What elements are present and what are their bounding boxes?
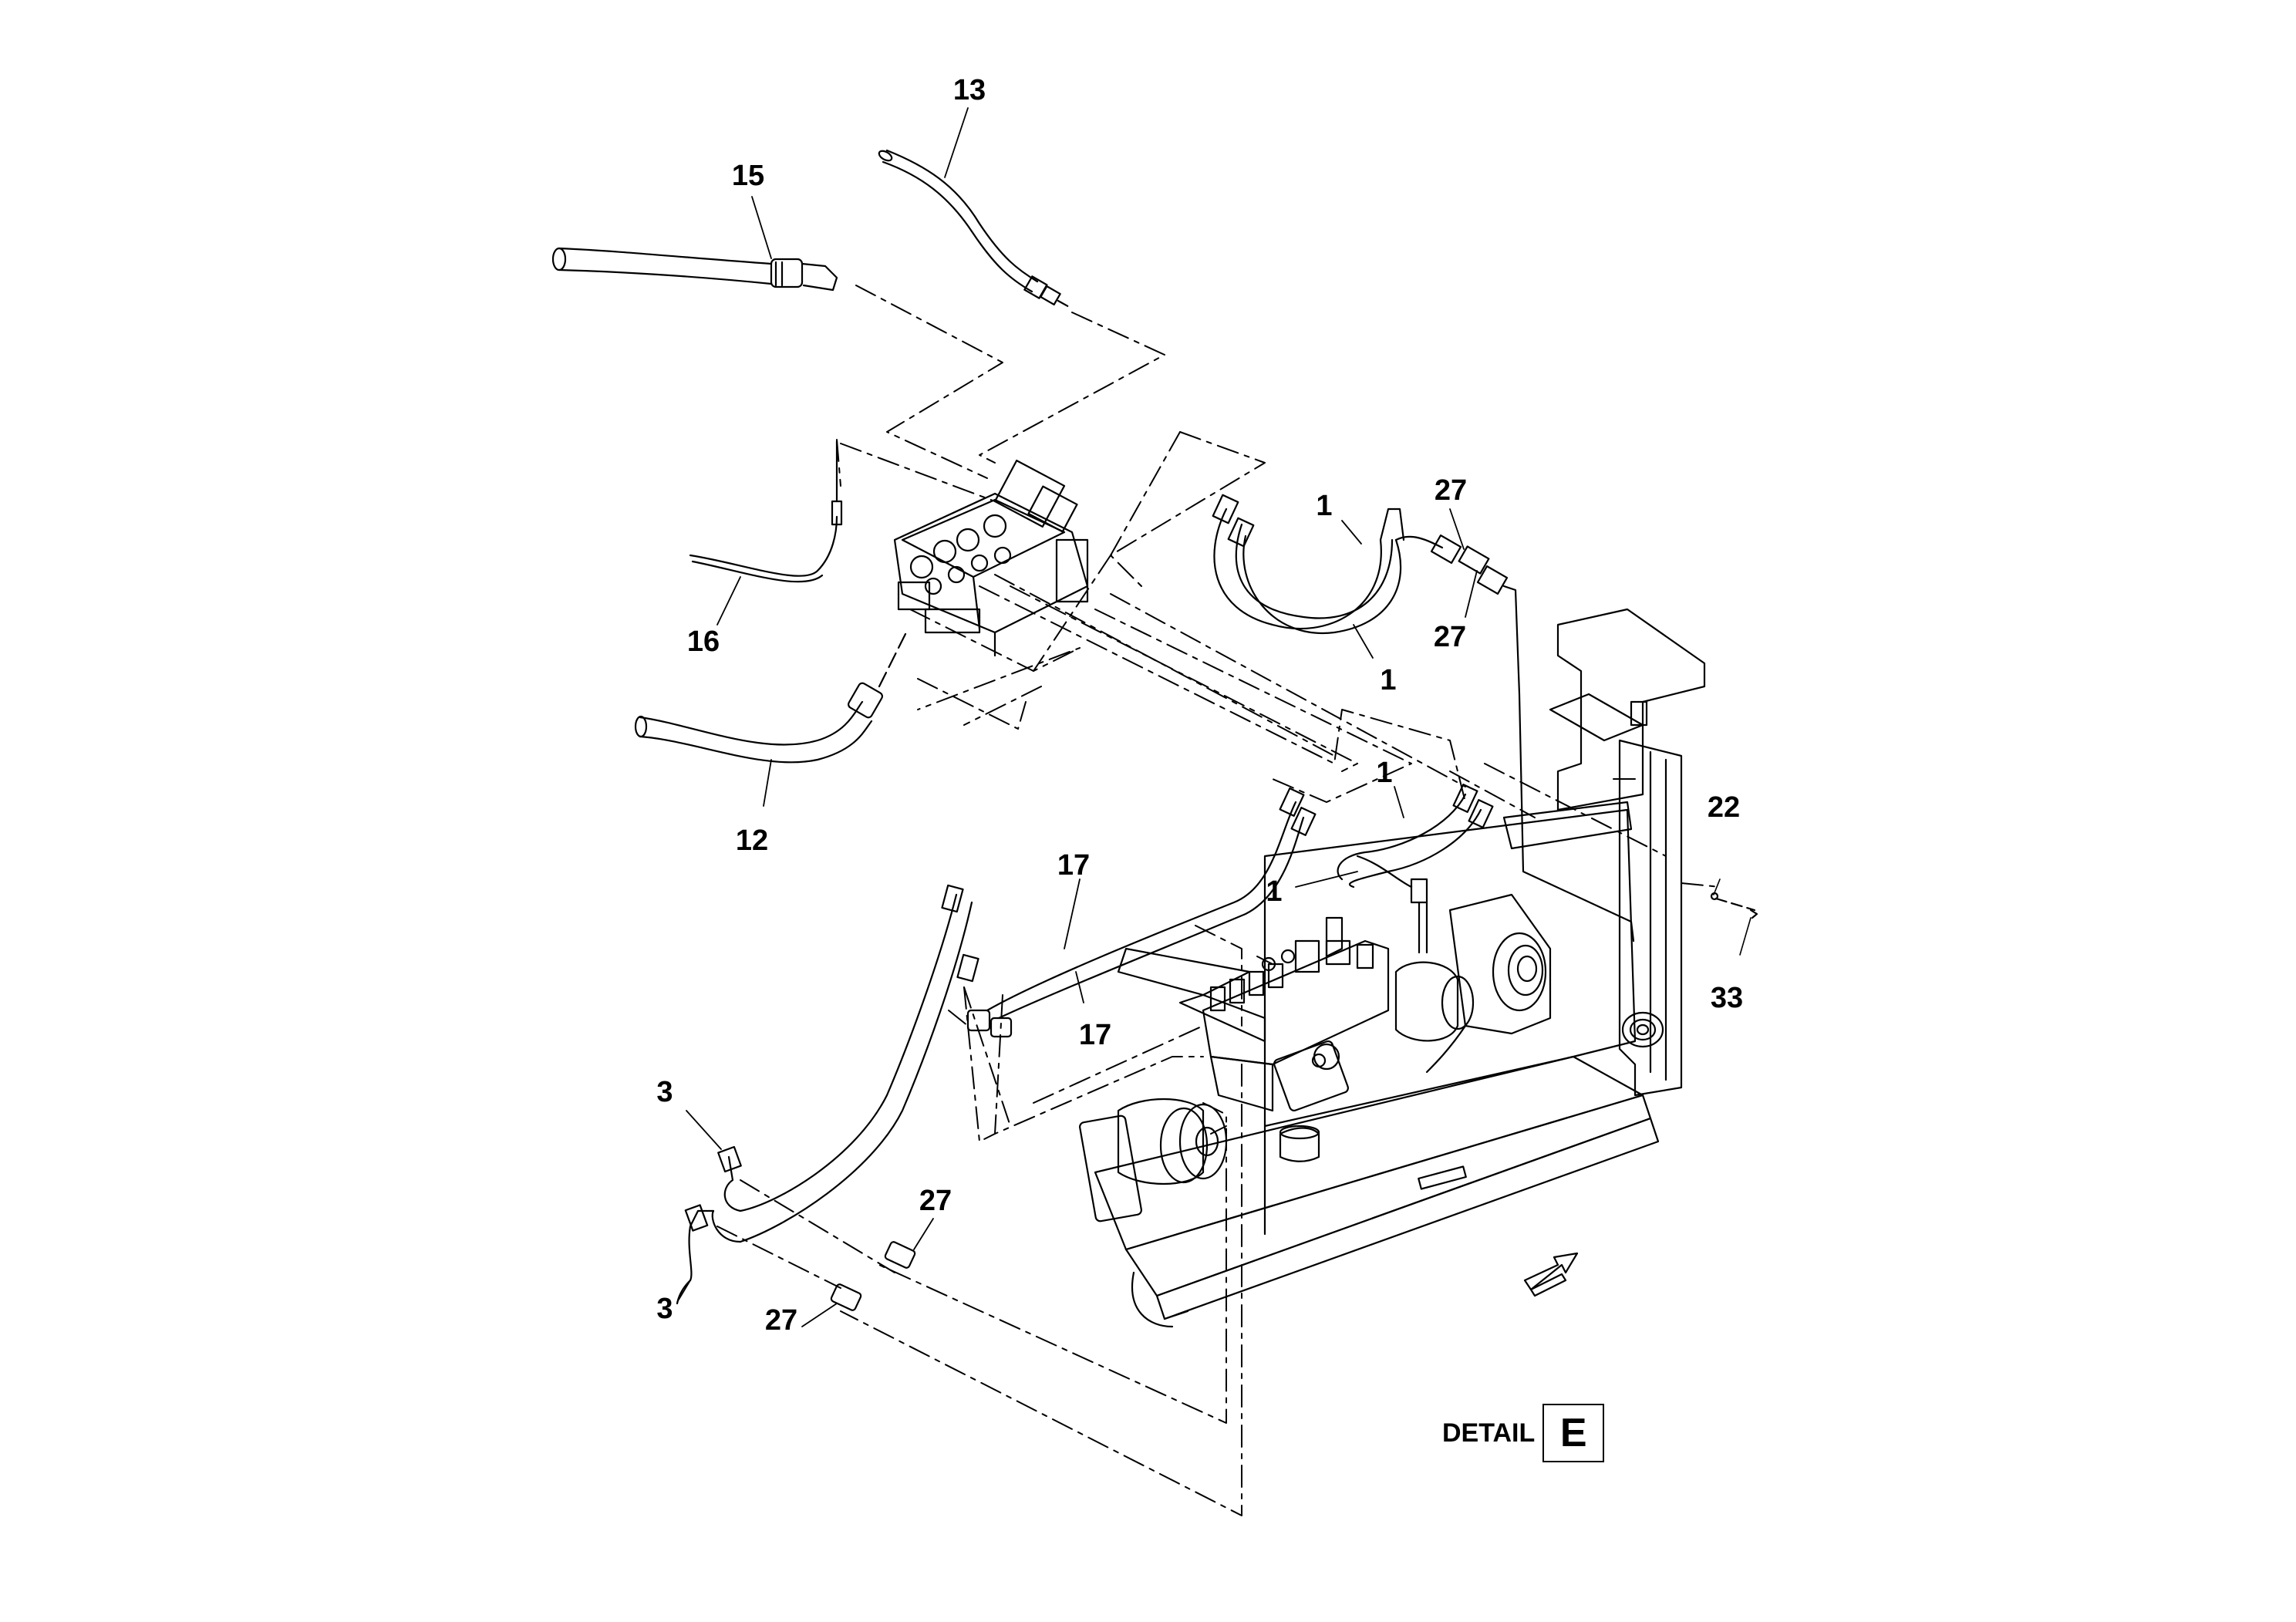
- hose-12: [634, 631, 908, 764]
- motor-right: [1394, 893, 1552, 1074]
- leader-lines: [678, 107, 1478, 1327]
- callout-3-upper: 3: [656, 1076, 673, 1108]
- callout-27-right: 27: [1433, 621, 1467, 653]
- callout-16: 16: [686, 626, 720, 658]
- direction-arrow-icon: [1523, 1252, 1579, 1297]
- callout-1-middle: 1: [1376, 757, 1393, 789]
- bearing-round: [1621, 1011, 1664, 1048]
- hose-16: [689, 440, 843, 583]
- detail-letter-box: E: [1542, 1404, 1605, 1462]
- main-control-valve: [1202, 939, 1390, 1112]
- hoses-17: [966, 787, 1317, 1038]
- hose-13: [878, 149, 1074, 310]
- valve-block: [893, 459, 1089, 657]
- routing-dash-lines: [716, 285, 1721, 1516]
- callout-15: 15: [731, 160, 765, 192]
- callout-33: 33: [1710, 982, 1744, 1014]
- callout-1-lower: 1: [1266, 875, 1283, 908]
- callout-27-top: 27: [1434, 474, 1468, 507]
- callout-12: 12: [735, 824, 769, 857]
- hoses-1-upper: [1212, 494, 1635, 943]
- bolt-22-screw-33: [1710, 878, 1758, 956]
- callout-22: 22: [1707, 791, 1741, 824]
- hoses-1-middle: [1337, 784, 1494, 954]
- detail-label: DETAIL E: [1442, 1402, 1605, 1464]
- callout-17-lower: 17: [1078, 1019, 1112, 1051]
- callout-27-lower-left: 27: [764, 1304, 798, 1337]
- motor-left: [1079, 1098, 1320, 1222]
- callout-3-lower: 3: [656, 1293, 673, 1325]
- callout-13: 13: [952, 74, 986, 106]
- chassis-frame: [1094, 608, 1706, 1328]
- fittings-27: [830, 1241, 916, 1311]
- detail-text: DETAIL: [1442, 1418, 1536, 1448]
- hose-15: [551, 247, 838, 292]
- callout-27-lower-right: 27: [919, 1185, 952, 1217]
- callout-1-upper-left: 1: [1316, 490, 1333, 522]
- callout-17-upper: 17: [1057, 849, 1091, 882]
- hoses-3: [676, 884, 979, 1305]
- callout-1-upper-bottom: 1: [1380, 664, 1397, 696]
